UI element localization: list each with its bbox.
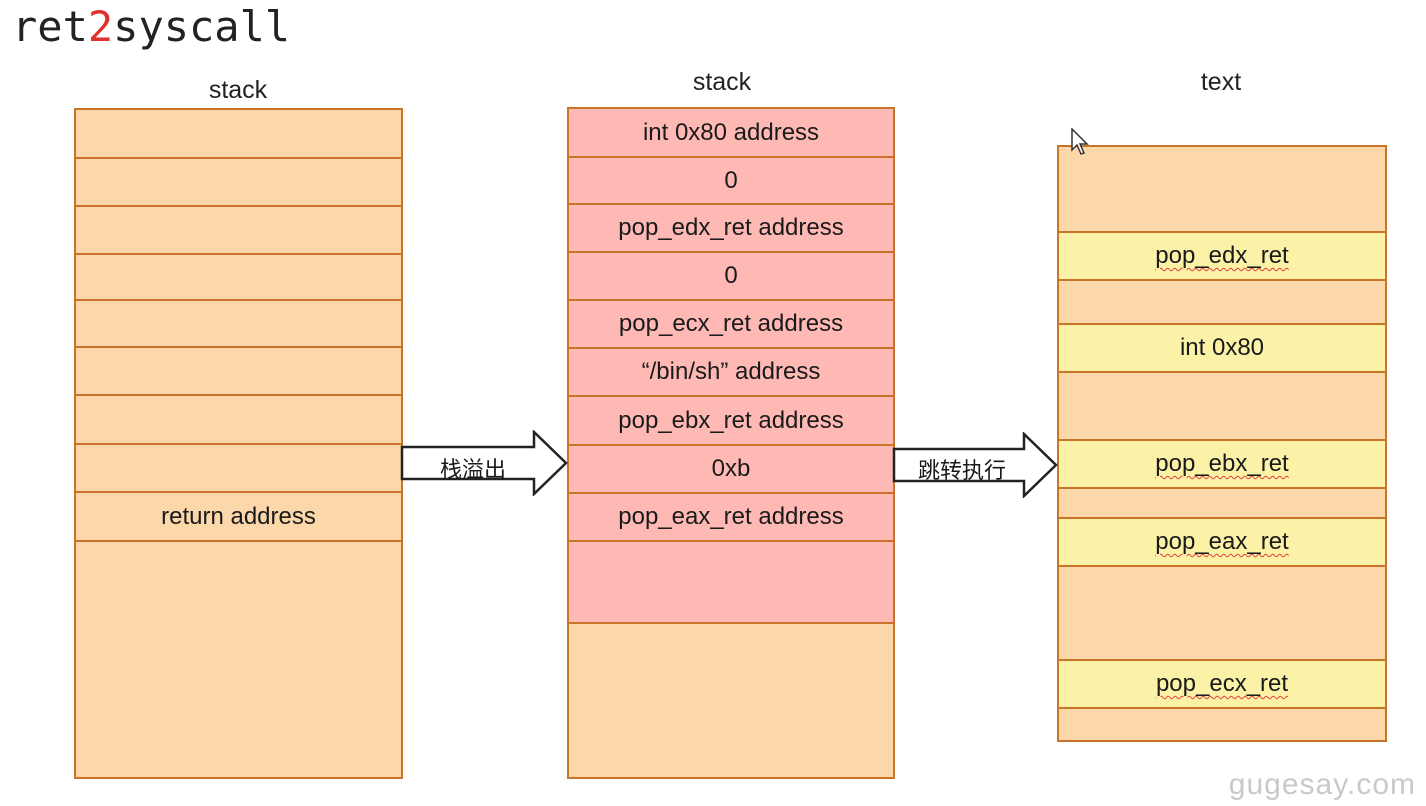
gadget-label: pop_ecx_ret bbox=[1155, 670, 1289, 697]
payload-row-text: int 0x80 address bbox=[642, 118, 820, 146]
left-stack-return-address: return address bbox=[76, 493, 401, 542]
payload-row-text: pop_edx_ret address bbox=[618, 214, 844, 241]
title-prefix: ret bbox=[12, 2, 88, 51]
page-title: ret2syscall bbox=[12, 2, 290, 51]
return-address-label: return address bbox=[161, 502, 316, 530]
gadget-row: pop_eax_ret bbox=[1059, 517, 1385, 567]
payload-row-text: pop_ecx_ret address bbox=[618, 310, 844, 337]
gadget-row: pop_ecx_ret bbox=[1059, 659, 1385, 709]
gadget-label: pop_ebx_ret bbox=[1155, 450, 1289, 477]
left-stack-slot bbox=[76, 301, 401, 348]
text-section: pop_edx_ret int 0x80 pop_ebx_ret pop_eax… bbox=[1057, 145, 1387, 742]
left-stack-slot bbox=[76, 445, 401, 493]
title-suffix: syscall bbox=[113, 2, 291, 51]
payload-row: pop_ecx_ret address bbox=[569, 301, 893, 349]
middle-stack-label: stack bbox=[692, 68, 752, 96]
left-stack-slot bbox=[76, 207, 401, 255]
payload-row-text: 0 bbox=[724, 166, 738, 194]
payload-row-text: pop_ebx_ret address bbox=[618, 406, 844, 434]
gadget-row: int 0x80 bbox=[1059, 323, 1385, 373]
payload-row: 0 bbox=[569, 253, 893, 301]
title-accent: 2 bbox=[87, 2, 114, 51]
payload-row: int 0x80 address bbox=[569, 109, 893, 158]
jump-arrow-icon bbox=[892, 432, 1058, 498]
payload-row-text: pop_eax_ret address bbox=[618, 503, 844, 530]
gadget-label: pop_edx_ret bbox=[1155, 242, 1289, 269]
gadget-row: pop_ebx_ret bbox=[1059, 439, 1385, 489]
gadget-label: pop_eax_ret bbox=[1155, 528, 1289, 555]
payload-row: 0xb bbox=[569, 446, 893, 494]
payload-row: “/bin/sh” address bbox=[569, 349, 893, 397]
left-stack-slot bbox=[76, 159, 401, 207]
payload-row-text: 0 bbox=[724, 262, 738, 289]
overflow-arrow-label: 栈溢出 bbox=[440, 457, 507, 482]
gadget-row: pop_edx_ret bbox=[1059, 231, 1385, 281]
payload-row: pop_edx_ret address bbox=[569, 205, 893, 253]
payload-row: 0 bbox=[569, 158, 893, 205]
left-stack-slot bbox=[76, 110, 401, 159]
payload-row: pop_ebx_ret address bbox=[569, 397, 893, 446]
payload-row: pop_eax_ret address bbox=[569, 494, 893, 542]
jump-arrow-label: 跳转执行 bbox=[918, 458, 1007, 483]
payload-padding-row bbox=[569, 542, 893, 624]
payload-row-text: 0xb bbox=[711, 455, 751, 482]
left-stack: return address bbox=[74, 108, 403, 779]
payload-row-text: “/bin/sh” address bbox=[641, 358, 821, 385]
left-stack-slot bbox=[76, 396, 401, 445]
mouse-cursor-icon bbox=[1071, 128, 1089, 155]
left-stack-slot bbox=[76, 255, 401, 301]
watermark: gugesay.com bbox=[1228, 768, 1416, 801]
gadget-label: int 0x80 bbox=[1179, 334, 1265, 361]
text-section-label: text bbox=[1200, 68, 1242, 96]
overflow-arrow-icon bbox=[400, 430, 568, 496]
left-stack-label: stack bbox=[208, 76, 268, 104]
left-stack-slot bbox=[76, 348, 401, 396]
middle-stack: int 0x80 address 0 pop_edx_ret address 0… bbox=[567, 107, 895, 779]
